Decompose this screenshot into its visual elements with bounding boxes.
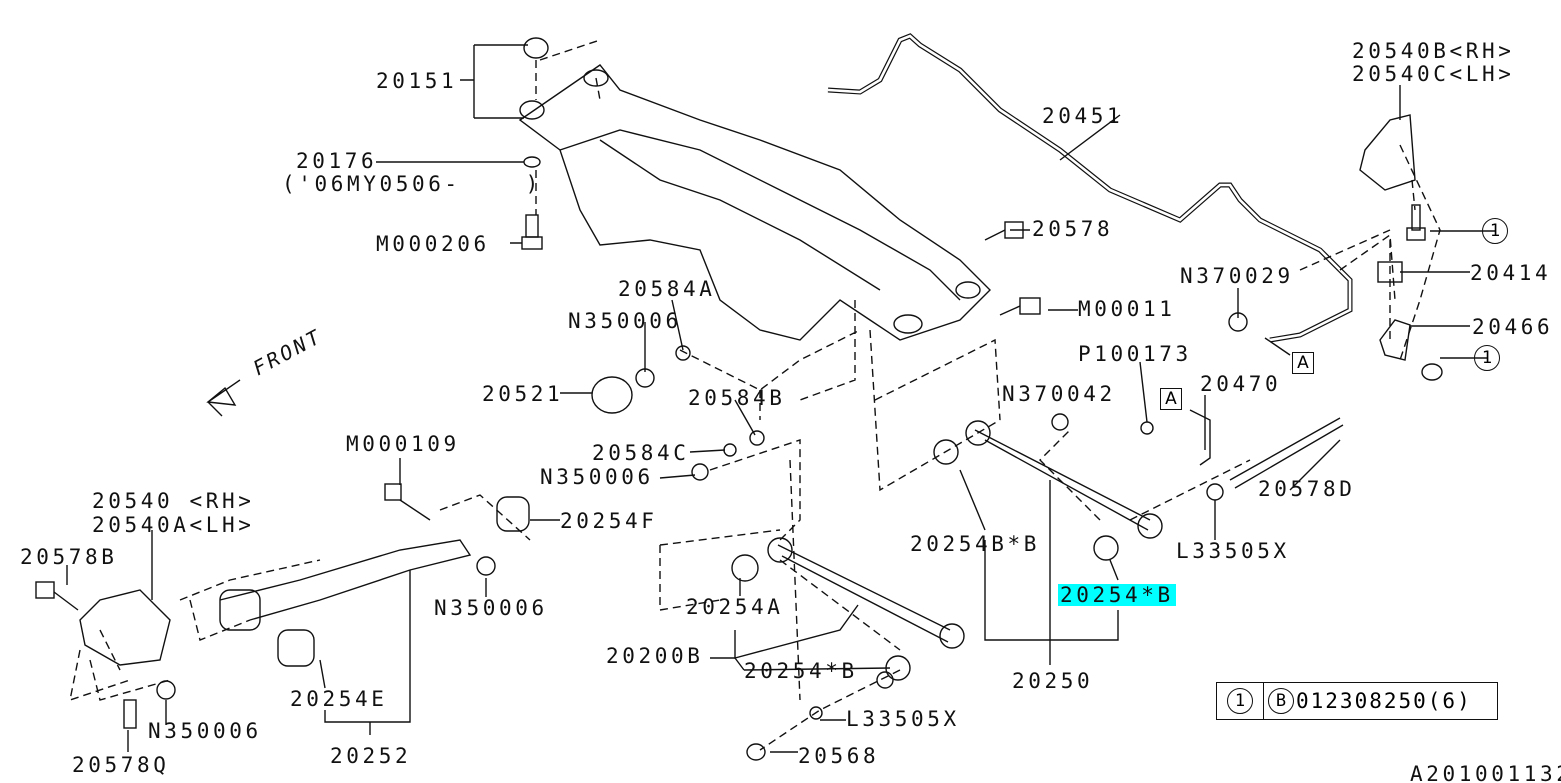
label-n350006[interactable]: N350006	[540, 465, 654, 489]
arm-20200b	[777, 544, 951, 643]
ref-a-box: A	[1292, 352, 1314, 374]
label-20254f[interactable]: 20254F	[560, 509, 658, 533]
label-20254b-highlighted[interactable]: 20254*B	[1058, 583, 1176, 607]
ref-1-callout: 1	[1474, 345, 1500, 371]
label-20521[interactable]: 20521	[482, 382, 564, 406]
label-20540b[interactable]: 20540B<RH>	[1352, 39, 1515, 63]
label-20584b[interactable]: 20584B	[688, 386, 786, 410]
label-20151[interactable]: 20151	[376, 69, 458, 93]
label-20254e[interactable]: 20254E	[290, 687, 388, 711]
label-20578b[interactable]: 20578B	[20, 545, 118, 569]
label-20414[interactable]: 20414	[1470, 261, 1552, 285]
ref-1-callout: 1	[1482, 218, 1508, 244]
fastener-legend: 1 B 012308250(6)	[1216, 682, 1498, 720]
diagram-id: A201001132	[1410, 762, 1561, 783]
label-n350006[interactable]: N350006	[434, 596, 548, 620]
label-20466[interactable]: 20466	[1472, 315, 1554, 339]
label-20176-note: ('06MY0506- )	[282, 172, 542, 196]
label-20578[interactable]: 20578	[1032, 217, 1114, 241]
label-20584c[interactable]: 20584C	[592, 441, 690, 465]
label-m00011[interactable]: M00011	[1078, 297, 1176, 321]
label-20540a[interactable]: 20540A<LH>	[92, 513, 255, 537]
label-20254b-b[interactable]: 20254B*B	[910, 532, 1040, 556]
label-20540c[interactable]: 20540C<LH>	[1352, 62, 1515, 86]
label-n370042[interactable]: N370042	[1002, 382, 1116, 406]
leader-lines	[66, 44, 1495, 753]
label-m000109[interactable]: M000109	[346, 432, 460, 456]
arm-20250	[974, 429, 1151, 531]
label-20584a[interactable]: 20584A	[618, 277, 716, 301]
label-20252[interactable]: 20252	[330, 744, 412, 768]
crossmember-subframe	[518, 64, 991, 341]
dashed-leader-lines	[69, 39, 1441, 751]
label-20540[interactable]: 20540 <RH>	[92, 489, 255, 513]
label-20254a[interactable]: 20254A	[686, 595, 784, 619]
ref-a-box: A	[1160, 388, 1182, 410]
label-20200b[interactable]: 20200B	[606, 644, 704, 668]
label-p100173[interactable]: P100173	[1078, 342, 1192, 366]
label-20250[interactable]: 20250	[1012, 669, 1094, 693]
label-l33505x[interactable]: L33505X	[1176, 539, 1290, 563]
legend-ref-circle: 1	[1227, 688, 1253, 714]
label-20568[interactable]: 20568	[798, 744, 880, 768]
label-20451[interactable]: 20451	[1042, 104, 1124, 128]
label-20176[interactable]: 20176	[296, 149, 378, 173]
label-20470[interactable]: 20470	[1200, 372, 1282, 396]
stabilizer-bar	[827, 33, 1353, 343]
legend-part-number: 012308250(6)	[1296, 689, 1472, 713]
label-n350006[interactable]: N350006	[568, 309, 682, 333]
label-20578d[interactable]: 20578D	[1258, 477, 1356, 501]
label-n350006[interactable]: N350006	[148, 719, 262, 743]
label-n370029[interactable]: N370029	[1180, 264, 1294, 288]
label-20254b[interactable]: 20254*B	[744, 659, 858, 683]
label-20578q[interactable]: 20578Q	[72, 753, 170, 777]
legend-prefix-circle: B	[1268, 688, 1294, 714]
label-m000206[interactable]: M000206	[376, 232, 490, 256]
label-l33505x[interactable]: L33505X	[846, 707, 960, 731]
front-arrow	[206, 379, 241, 417]
trailing-link-20252	[219, 539, 472, 621]
